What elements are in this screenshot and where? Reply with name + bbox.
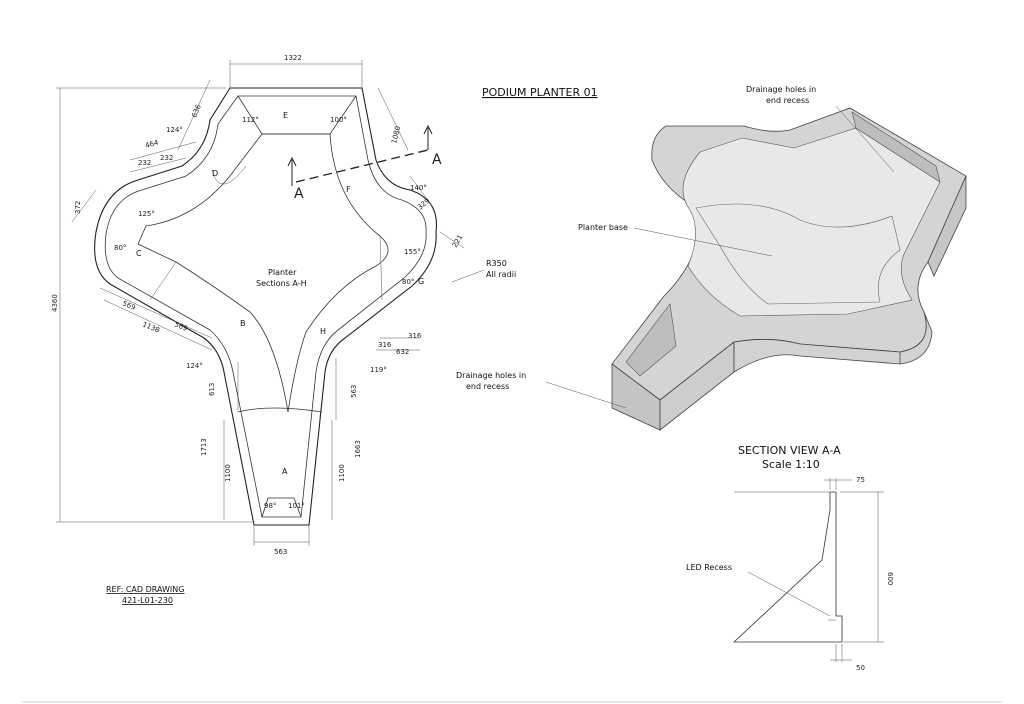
dim-372: 372 [74,201,82,214]
angle-155: 155° [404,248,421,256]
dim-line-top-width [229,60,363,88]
iso-wall-right [927,175,967,277]
iso-drainage-top-2: end recess [766,96,809,105]
dim-1138: 1138 [141,320,161,334]
dim-overall-height: 4360 [51,294,59,312]
section-marker-left: A [294,186,304,202]
recess-a-end [261,497,302,518]
drawing-title: PODIUM PLANTER 01 [482,86,598,99]
angle-80b: 80° [402,278,414,286]
dim-613: 613 [208,383,216,396]
section-letter-e: E [283,111,288,120]
angle-112: 112° [242,116,259,124]
isometric-view: Drainage holes in end recess Planter bas… [456,85,967,431]
iso-recess-top [851,111,941,183]
plan-center-label-1: Planter [268,268,297,277]
dim-316a: 316 [378,341,392,349]
dim-1100a: 1100 [224,464,232,482]
angle-101: 101° [288,502,305,510]
dim-563r: 563 [350,385,358,398]
section-led-leader [747,571,831,617]
iso-leader-drainage-top [835,105,895,173]
radius-label-2: All radii [486,270,516,279]
dim-636: 636 [190,103,203,119]
iso-leader-drainage-left [545,381,627,409]
plan-center-label-2: Sections A-H [256,279,307,288]
section-letter-d: D [212,169,218,178]
dim-632: 632 [396,348,409,356]
plan-view: 4360 1322 563 636 464 232 232 372 569 11… [51,54,516,556]
section-letter-c: C [136,249,142,258]
section-marker-right: A [432,152,442,168]
iso-drainage-left-2: end recess [466,382,509,391]
angle-80a: 80° [114,244,126,252]
dim-569b: 569 [173,320,188,332]
angle-125: 125° [138,210,155,218]
iso-leader-planter-base [633,227,773,257]
section-letter-g: G [418,277,424,286]
iso-recess-left [625,303,677,377]
section-scale: Scale 1:10 [762,458,820,471]
dim-569a: 569 [121,299,136,311]
recess-a [237,407,323,413]
iso-wall-front-right [733,311,933,373]
section-divider-bc [149,261,177,301]
dim-1100b: 1100 [338,464,346,482]
section-cut-line [295,149,429,183]
section-arrow-right [423,124,433,150]
dim-1663: 1663 [354,440,362,458]
section-dim-50: 50 [856,664,865,672]
angle-98: 98° [264,502,276,510]
recess-e [237,95,357,135]
dim-1713: 1713 [200,438,208,456]
dim-329: 329 [416,197,431,212]
section-divider-df [211,165,247,185]
reference-line-2: 421-L01-230 [122,596,173,605]
planter-base-outline [137,133,389,413]
dim-line-bottom-width [253,525,310,546]
reference-line-1: REF: CAD DRAWING [106,585,184,594]
section-letter-b: B [240,319,246,328]
dim-line-overall-height [56,87,252,523]
planter-outline-inner [104,95,427,518]
section-letter-h: H [320,327,326,336]
iso-drainage-left-1: Drainage holes in [456,371,526,380]
section-dim-50-line [830,644,852,662]
iso-planter-base: Planter base [578,223,628,232]
section-dim-75: 75 [856,476,865,484]
dim-464: 464 [144,138,160,150]
section-view: SECTION VIEW A-A Scale 1:10 75 600 50 LE… [686,444,894,672]
angle-124b: 124° [186,362,203,370]
iso-drainage-top-1: Drainage holes in [746,85,816,94]
dim-316b: 316 [408,332,422,340]
section-letter-a: A [282,467,288,476]
dim-lines-misc [71,79,465,520]
section-letter-f: F [346,185,351,194]
section-led-label: LED Recess [686,563,732,572]
section-dim-600-line [840,491,884,643]
planter-outline-outer [94,87,438,526]
angle-100: 100° [330,116,347,124]
radius-label-1: R350 [486,259,507,268]
iso-planter-floor [682,127,941,317]
dim-232b: 232 [160,154,173,162]
dim-232a: 232 [138,159,151,167]
iso-base-shape [695,203,901,305]
section-dim-600: 600 [886,572,894,585]
dim-bottom-width: 563 [274,548,287,556]
angle-124a: 124° [166,126,183,134]
section-divider-fg [379,235,383,301]
dim-top-width: 1322 [284,54,302,62]
angle-119: 119° [370,366,387,374]
section-dim-75-line [824,478,852,490]
radius-leader [451,269,485,283]
angle-140: 140° [410,184,427,192]
section-title: SECTION VIEW A-A [738,444,841,457]
section-profile [732,491,843,643]
section-arrow-left [287,156,297,186]
